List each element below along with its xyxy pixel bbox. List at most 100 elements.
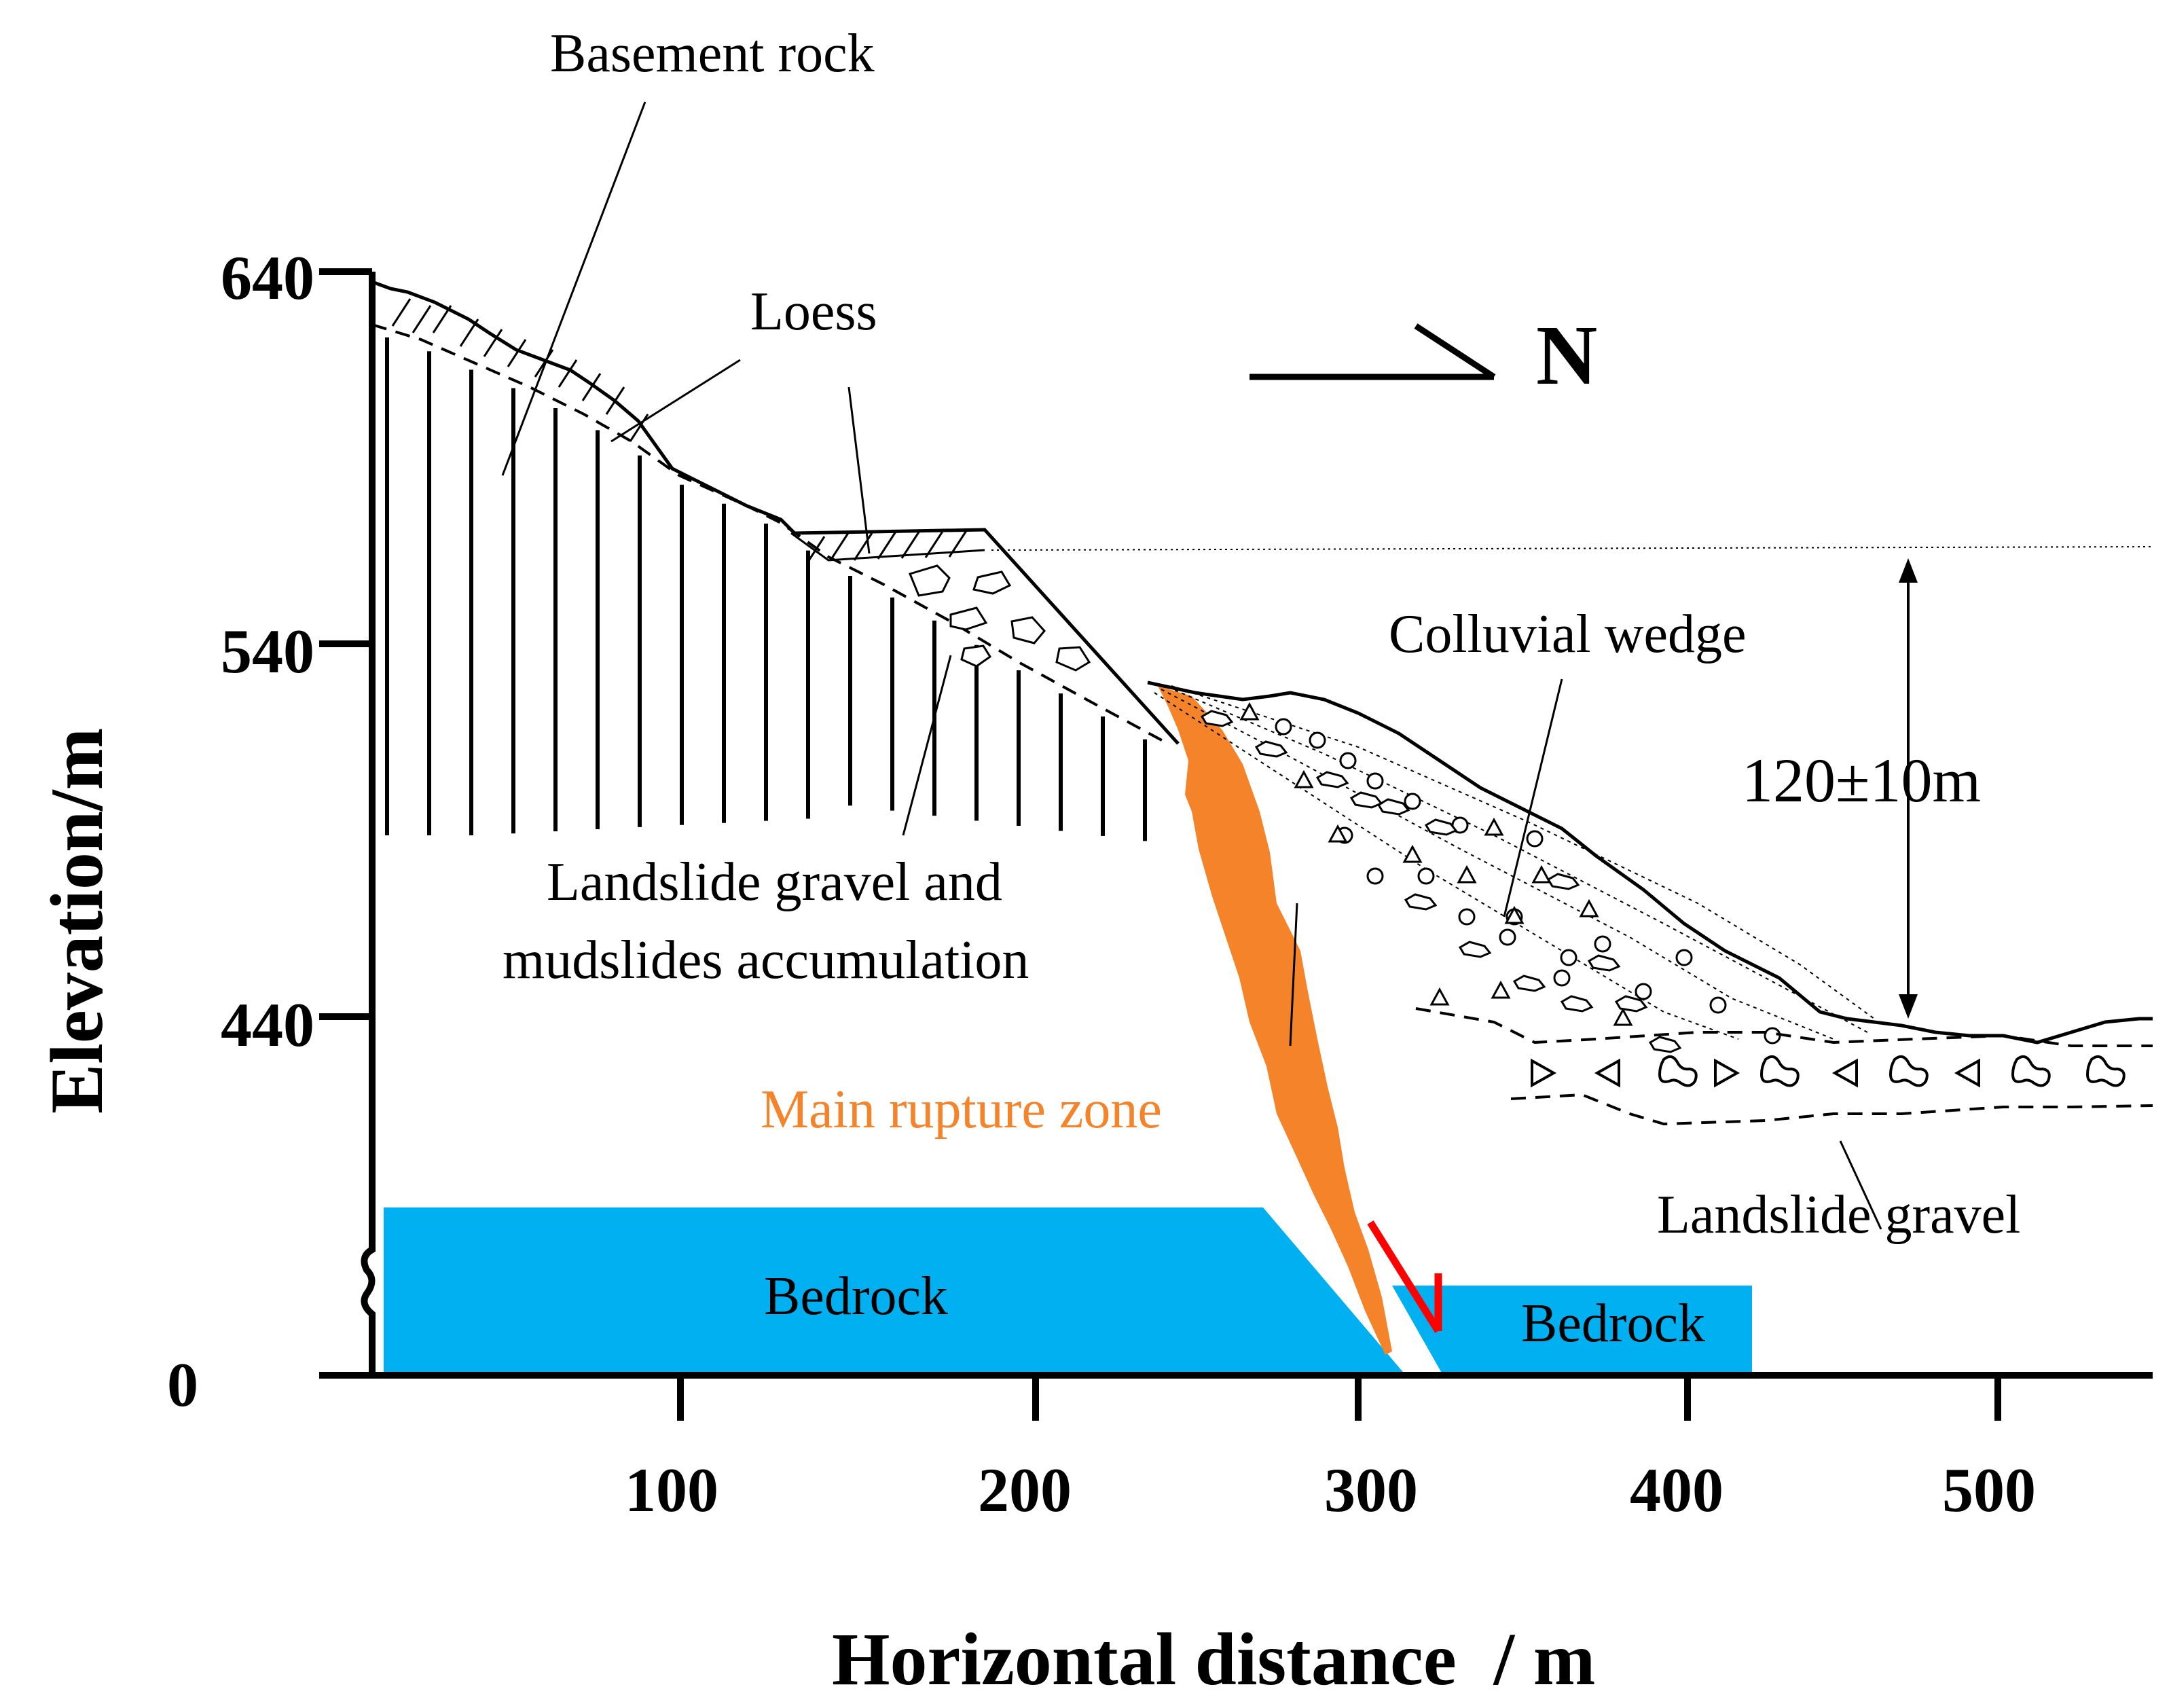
basement-rock-hachures xyxy=(385,337,1147,841)
wedge-pebble-clast xyxy=(1254,740,1288,758)
wedge-pebble-clast xyxy=(1458,941,1492,958)
loess-hatch-tick xyxy=(900,530,921,559)
wedge-circle-clast xyxy=(1675,949,1693,966)
gravel-bean-clast xyxy=(1759,1055,1800,1087)
wedge-triangle-clast xyxy=(1457,865,1477,884)
wedge-pebble-clast xyxy=(1349,791,1383,809)
wedge-triangle-clast xyxy=(1613,1007,1633,1026)
loess-label: Loess xyxy=(750,282,877,342)
loess-hatch-tick xyxy=(877,531,897,560)
y-axis-title: Elevation/m xyxy=(35,728,118,1114)
x-tick-300: 300 xyxy=(1324,1455,1418,1525)
offset-label: 120±10m xyxy=(1742,746,1981,815)
y-tick-0: 0 xyxy=(167,1350,198,1419)
wedge-triangle-clast xyxy=(1294,769,1314,788)
reference-elevation-line xyxy=(991,546,2153,551)
y-axis-line xyxy=(361,272,376,1375)
landslide-gravel-clasts-upper xyxy=(908,564,1091,672)
y-tick-540: 540 xyxy=(221,617,314,686)
gravel-triangle-clast xyxy=(1714,1058,1740,1088)
wedge-circle-clast xyxy=(1366,772,1384,790)
basement-rock-label: Basement rock xyxy=(550,24,875,84)
colluvial-wedge-clasts xyxy=(1200,702,1781,1053)
loess-base-line xyxy=(371,323,1169,745)
wedge-pebble-clast xyxy=(1648,1036,1682,1053)
loess-hatch-tick xyxy=(412,305,432,333)
loess-hatch-tick xyxy=(829,532,850,561)
wedge-circle-clast xyxy=(1458,908,1476,926)
gravel-triangle-clast xyxy=(1594,1058,1620,1088)
landslide-gravel-clasts-lower xyxy=(1531,1055,2126,1088)
wedge-circle-clast xyxy=(1635,983,1652,1000)
wedge-circle-clast xyxy=(1309,731,1326,749)
landslide-accum-label-line1: Landslide gravel and xyxy=(547,852,1002,912)
gravel-triangle-clast xyxy=(1831,1058,1858,1088)
landslide-gravel-top-line xyxy=(1415,1007,2153,1047)
x-tick-500: 500 xyxy=(1942,1455,2036,1525)
loess-hatch-tick xyxy=(558,359,578,388)
north-arrow xyxy=(1249,323,1496,380)
wedge-triangle-clast xyxy=(1579,898,1599,917)
gravel-bean-clast xyxy=(2085,1055,2126,1087)
wedge-triangle-clast xyxy=(1429,987,1450,1006)
gravel-triangle-clast xyxy=(1954,1058,1980,1088)
loess-hatching xyxy=(391,298,968,564)
wedge-triangle-clast xyxy=(1239,702,1260,721)
y-tick-640: 640 xyxy=(221,243,314,312)
wedge-pebble-clast xyxy=(1560,995,1594,1013)
loess-hatch-tick xyxy=(432,305,452,333)
gravel-bean-clast xyxy=(2011,1055,2051,1087)
loess-hatch-tick xyxy=(581,373,602,401)
loess-hatch-tick xyxy=(629,414,649,442)
loess-hatch-tick xyxy=(853,532,873,561)
wedge-triangle-clast xyxy=(1504,905,1525,924)
wedge-circle-clast xyxy=(1526,830,1544,848)
wedge-triangle-clast xyxy=(1491,980,1511,999)
wedge-triangle-clast xyxy=(1484,817,1504,836)
wedge-circle-clast xyxy=(1709,996,1727,1014)
main-rupture-zone-label: Main rupture zone xyxy=(761,1080,1162,1140)
loess-hatch-tick xyxy=(605,386,625,415)
y-tick-440: 440 xyxy=(221,990,314,1059)
main-rupture-zone xyxy=(1158,686,1392,1355)
bedrock-right-label: Bedrock xyxy=(1521,1294,1705,1353)
leader-lines xyxy=(501,101,1882,1230)
x-tick-200: 200 xyxy=(978,1455,1072,1525)
north-label: N xyxy=(1536,309,1597,403)
loess-hatch-tick xyxy=(391,298,412,327)
wedge-circle-clast xyxy=(1275,718,1292,735)
wedge-circle-clast xyxy=(1339,752,1357,769)
gravel-bean-clast xyxy=(1889,1055,1929,1087)
vertical-offset-arrow xyxy=(1899,558,1918,1019)
bedrock-right-block xyxy=(1392,1286,1752,1375)
gravel-bean-clast xyxy=(1658,1055,1698,1087)
bedrock-left-block xyxy=(384,1207,1406,1375)
wedge-triangle-clast xyxy=(1402,844,1423,863)
wedge-circle-clast xyxy=(1404,793,1421,810)
wedge-circle-clast xyxy=(1594,935,1611,953)
wedge-circle-clast xyxy=(1366,867,1384,885)
wedge-circle-clast xyxy=(1417,867,1435,885)
landslide-gravel-base-line xyxy=(1510,1093,2153,1126)
bedrock-left-label: Bedrock xyxy=(764,1267,948,1326)
loess-hatch-tick xyxy=(507,339,527,367)
wedge-circle-clast xyxy=(1499,928,1516,946)
wedge-pebble-clast xyxy=(1512,975,1546,992)
wedge-pebble-clast xyxy=(1614,995,1648,1013)
loess-hatch-tick xyxy=(483,329,503,357)
x-axis-title: Horizontal distance / m xyxy=(832,1618,1595,1701)
landslide-gravel-label: Landslide gravel xyxy=(1657,1185,2020,1245)
wedge-pebble-clast xyxy=(1376,798,1410,816)
wedge-pebble-clast xyxy=(1404,893,1438,911)
x-tick-100: 100 xyxy=(625,1455,718,1525)
wedge-circle-clast xyxy=(1764,1027,1781,1044)
wedge-pebble-clast xyxy=(1546,873,1580,890)
wedge-pebble-clast xyxy=(1424,818,1458,836)
loess-hatch-tick xyxy=(459,319,479,347)
wedge-triangle-clast xyxy=(1531,865,1552,884)
gravel-triangle-clast xyxy=(1531,1058,1557,1088)
axes xyxy=(319,268,2153,1421)
ground-surface-upper xyxy=(371,280,1180,745)
wedge-pebble-clast xyxy=(1587,954,1621,972)
